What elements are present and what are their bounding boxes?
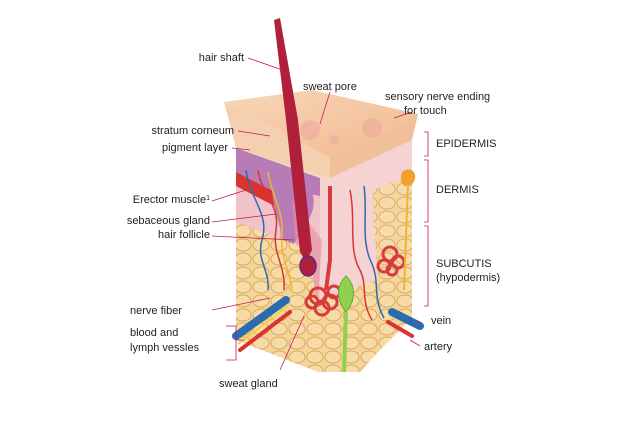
skin-block xyxy=(224,90,418,372)
label-vein: vein xyxy=(431,315,452,327)
label-pigment-layer: pigment layer xyxy=(161,142,228,154)
skin-ridge-mark xyxy=(329,135,339,145)
sweat-gland-coil-right xyxy=(376,245,406,277)
label-erector-muscle: Erector muscle1 xyxy=(110,194,210,207)
epidermis-right-edge xyxy=(330,114,418,178)
label-hypodermis: (hypodermis) xyxy=(436,272,501,284)
label-blood-lymph-2: lymph vessles xyxy=(130,342,200,354)
label-erector-muscle-text: Erector muscle xyxy=(132,194,207,206)
label-sensory-nerve-2: for touch xyxy=(404,105,447,117)
subcutis-fat-left xyxy=(236,222,318,372)
label-epidermis: EPIDERMIS xyxy=(436,138,497,150)
label-sweat-gland: sweat gland xyxy=(219,378,278,390)
label-sebaceous-gland: sebaceous gland xyxy=(126,215,210,227)
label-blood-lymph-1: blood and xyxy=(130,327,179,339)
skin-ridge-mark xyxy=(362,118,382,138)
left-vessels xyxy=(232,296,292,352)
label-dermis: DERMIS xyxy=(436,184,479,196)
sweat-duct xyxy=(324,186,332,291)
sweat-pore-mark xyxy=(300,120,320,140)
hair-shaft xyxy=(274,18,312,262)
label-sweat-pore: sweat pore xyxy=(303,81,357,93)
hair-bulb xyxy=(299,255,317,277)
label-artery: artery xyxy=(424,341,453,353)
label-hair-follicle: hair follicle xyxy=(158,229,210,241)
right-vessels xyxy=(386,308,424,338)
vessels-bracket xyxy=(226,325,244,361)
touch-nerve xyxy=(403,183,409,291)
subcutis-fat-column xyxy=(372,176,412,314)
label-nerve-fiber: nerve fiber xyxy=(130,305,182,317)
stratum-corneum-edge xyxy=(224,102,330,178)
label-stratum-corneum: stratum corneum xyxy=(151,125,234,137)
label-hair-shaft: hair shaft xyxy=(198,52,244,64)
sensory-nerve-stem xyxy=(342,311,348,373)
layer-brackets xyxy=(424,131,429,307)
epidermis-top-surface xyxy=(224,90,418,158)
touch-receptor xyxy=(400,169,416,187)
dermal-vessels xyxy=(245,169,385,321)
label-erector-sup: 1 xyxy=(206,195,210,202)
label-subcutis: SUBCUTIS xyxy=(436,258,492,270)
leader-lines xyxy=(211,57,421,371)
label-sensory-nerve-1: sensory nerve ending xyxy=(385,91,491,103)
